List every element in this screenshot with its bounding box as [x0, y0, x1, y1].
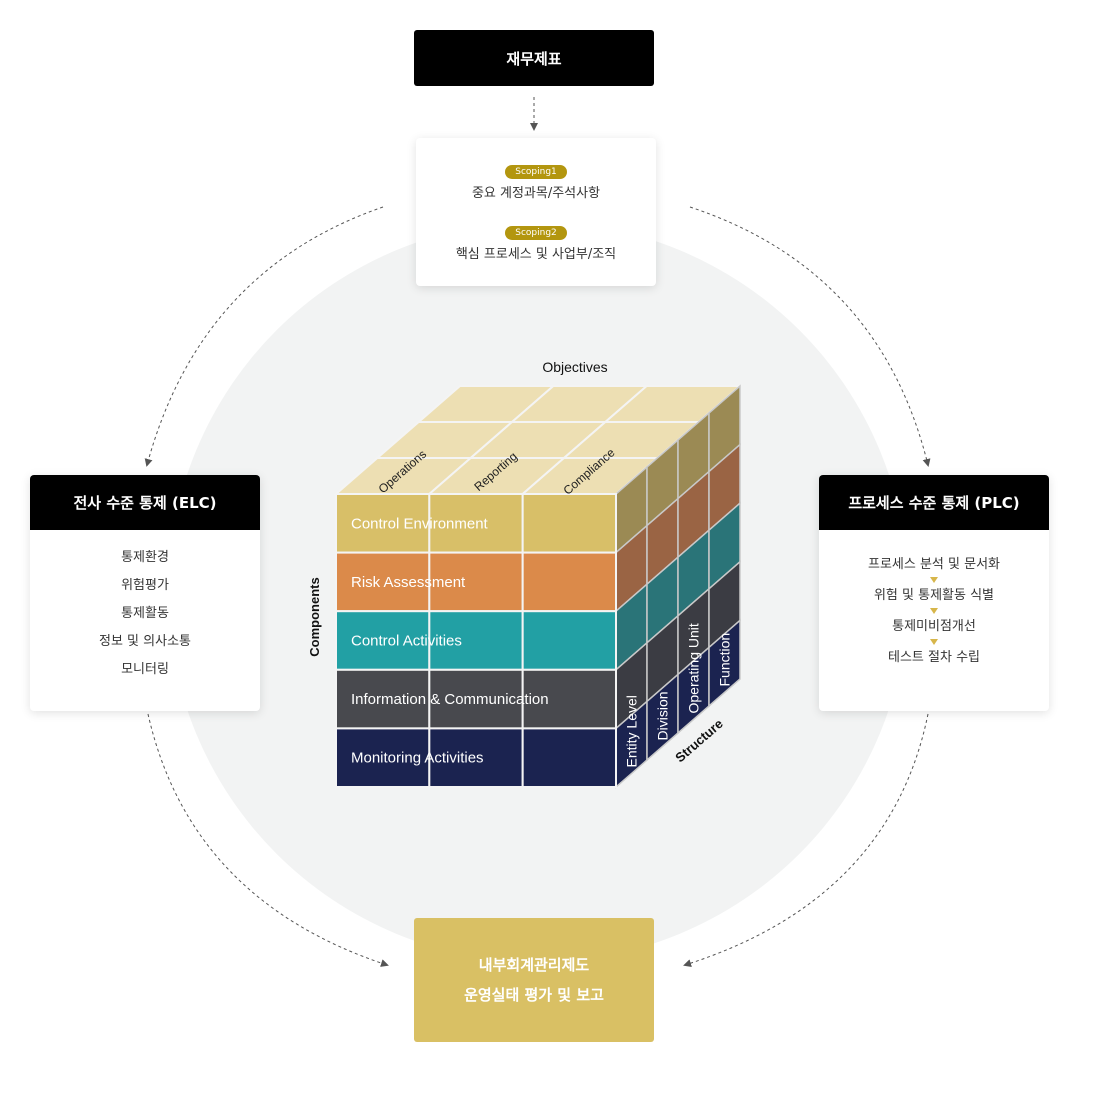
component-label: Monitoring Activities [351, 750, 484, 767]
plc-panel: 프로세스 수준 통제 (PLC) 프로세스 분석 및 문서화 위험 및 통제활동… [819, 475, 1049, 711]
arrow-scoping-to-elc [144, 206, 384, 467]
cube-front-cell [521, 493, 618, 554]
elc-item: 모니터링 [121, 662, 169, 677]
cube-side-face [615, 384, 741, 789]
plc-title: 프로세스 수준 통제 (PLC) [819, 475, 1049, 530]
structure-label: Operating Unit [686, 623, 702, 713]
cube-front-cell [428, 493, 524, 554]
structure-label: Function [717, 633, 733, 687]
cube-top-face [333, 385, 743, 495]
cube-front-cell [521, 610, 618, 671]
structure-label: Division [655, 691, 671, 740]
result-line1: 내부회계관리제도 [478, 956, 590, 974]
objectives-axis-title: Objectives [542, 359, 607, 375]
plc-step: 위험 및 통제활동 식별 [873, 588, 995, 603]
scoping1-tag: Scoping1 [505, 165, 567, 179]
elc-item: 통제환경 [121, 550, 169, 565]
arrow-elc-to-result [147, 713, 389, 967]
scoping1-block: Scoping1 중요 계정과목/주석사항 [416, 159, 656, 201]
elc-title: 전사 수준 통제 (ELC) [30, 475, 260, 530]
cube-front-cell [521, 727, 618, 789]
plc-step: 테스트 절차 수립 [888, 650, 980, 665]
elc-item: 정보 및 의사소통 [99, 634, 191, 649]
financial-statements-box: 재무제표 [414, 30, 654, 86]
elc-item: 위험평가 [121, 578, 169, 593]
down-arrow-icon [930, 639, 938, 645]
scoping-card: Scoping1 중요 계정과목/주석사항 Scoping2 핵심 프로세스 및… [416, 138, 656, 286]
result-box: 내부회계관리제도 운영실태 평가 및 보고 [414, 918, 654, 1042]
cube-front-cell [521, 551, 618, 613]
plc-step: 통제미비점개선 [892, 619, 976, 634]
elc-list: 통제환경 위험평가 통제활동 정보 및 의사소통 모니터링 [30, 530, 260, 684]
financial-statements-label: 재무제표 [506, 49, 562, 68]
result-line2: 운영실태 평가 및 보고 [464, 986, 604, 1004]
component-label: Control Activities [351, 633, 462, 650]
scoping1-text: 중요 계정과목/주석사항 [471, 186, 601, 201]
component-label: Control Environment [351, 515, 489, 532]
component-label: Risk Assessment [351, 574, 466, 591]
structure-label: Entity Level [624, 695, 640, 767]
elc-panel: 전사 수준 통제 (ELC) 통제환경 위험평가 통제활동 정보 및 의사소통 … [30, 475, 260, 711]
down-arrow-icon [930, 577, 938, 583]
plc-steps: 프로세스 분석 및 문서화 위험 및 통제활동 식별 통제미비점개선 테스트 절… [819, 530, 1049, 667]
cube-front-cell [428, 551, 524, 613]
component-label: Information & Communication [351, 691, 549, 708]
cube-front-cell [335, 493, 431, 554]
cube-side-cell [708, 618, 741, 708]
scoping2-block: Scoping2 핵심 프로세스 및 사업부/조직 [416, 220, 656, 262]
elc-item: 통제활동 [121, 606, 169, 621]
components-axis-title: Components [307, 577, 322, 656]
cube-front-cell [521, 668, 618, 730]
scoping2-text: 핵심 프로세스 및 사업부/조직 [455, 247, 617, 262]
scoping2-tag: Scoping2 [505, 226, 567, 240]
plc-step: 프로세스 분석 및 문서화 [868, 557, 1000, 572]
arrow-plc-to-result [683, 713, 929, 967]
cube-front-cell [335, 610, 431, 671]
cube-front-face [335, 493, 618, 789]
down-arrow-icon [930, 608, 938, 614]
